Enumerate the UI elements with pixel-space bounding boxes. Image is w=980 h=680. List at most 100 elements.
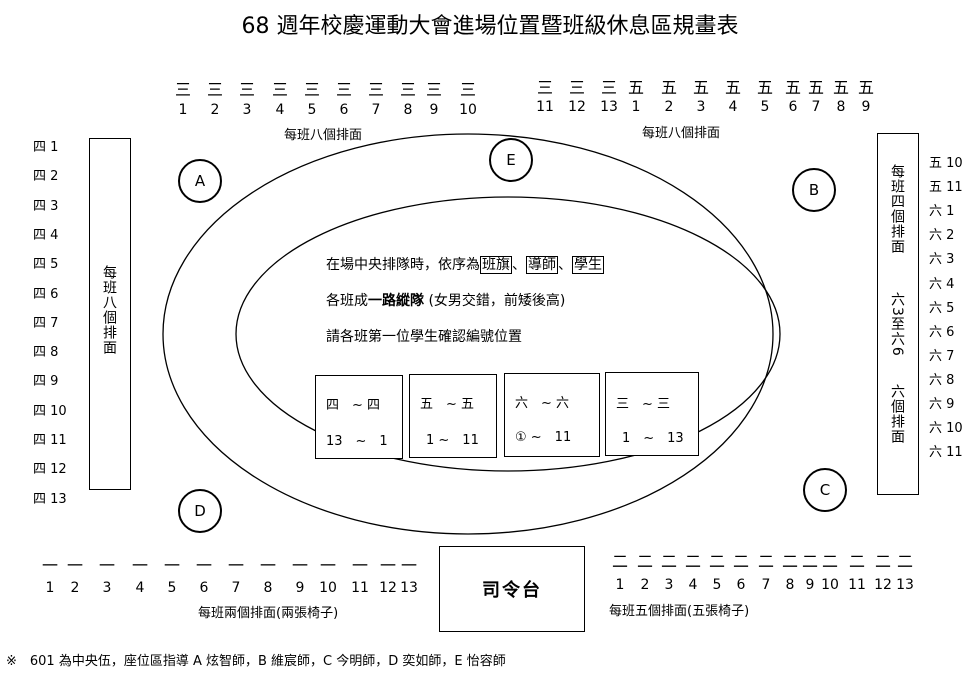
group-box-grade-4: 四 ~ 四 13 ~ 1 xyxy=(315,375,403,459)
class-list-item: 四 9 xyxy=(33,374,59,390)
class-number-label: 1 xyxy=(178,102,188,118)
class-list-item: 四 6 xyxy=(33,286,59,302)
class-number-label: 12 xyxy=(568,99,586,115)
class-number-label: 8 xyxy=(403,102,413,118)
class-number-label: 4 xyxy=(688,577,698,593)
class-number-label: 4 xyxy=(275,102,285,118)
class-number-label: 3 xyxy=(102,580,112,596)
right-area-note-1: 每班四個排面 xyxy=(889,164,905,254)
left-area-box: 每班八個排面 xyxy=(89,138,131,490)
class-list-item: 六 3 xyxy=(929,252,955,268)
class-list-item: 六 9 xyxy=(929,397,955,412)
class-list-item: 四 13 xyxy=(33,491,67,507)
class-number-label: 3 xyxy=(242,102,252,118)
class-list-item: 六 8 xyxy=(929,372,955,388)
class-grade-label: 五 xyxy=(832,78,849,97)
class-number-label: 7 xyxy=(371,102,381,118)
class-grade-label: 五 xyxy=(784,78,801,97)
class-number-label: 8 xyxy=(263,580,273,596)
bottom-right-note: 每班五個排面(五張椅子) xyxy=(609,604,750,619)
class-grade-label: 五 xyxy=(724,78,741,97)
class-list-item: 五 11 xyxy=(929,180,963,196)
class-number-label: 13 xyxy=(896,577,914,593)
class-number-label: 12 xyxy=(874,577,892,593)
class-grade-label: 一 xyxy=(291,556,308,575)
class-list-item: 四 10 xyxy=(33,403,67,419)
right-area-note-2: 六3至六6 xyxy=(889,292,905,357)
class-grade-label: 五 xyxy=(660,78,677,97)
class-grade-label: 二 xyxy=(757,552,774,571)
class-number-label: 5 xyxy=(307,102,317,118)
outer-track xyxy=(162,133,774,535)
class-number-label: 9 xyxy=(805,577,815,593)
center-instruction-3: 請各班第一位學生確認編號位置 xyxy=(326,329,522,345)
center-instruction-2: 各班成一路縱隊 (女男交錯，前矮後高) xyxy=(326,293,566,309)
seat-area-a-marker: A xyxy=(178,159,222,203)
teacher-label: 導師 xyxy=(526,256,558,274)
class-number-label: 5 xyxy=(760,99,770,115)
class-number-label: 6 xyxy=(736,577,746,593)
class-grade-label: 二 xyxy=(801,552,818,571)
class-list-item: 六 6 xyxy=(929,324,955,340)
class-list-item: 四 2 xyxy=(33,169,59,185)
class-list-item: 四 7 xyxy=(33,315,59,331)
seat-area-d-marker: D xyxy=(178,489,222,533)
top-right-note: 每班八個排面 xyxy=(642,126,721,141)
class-number-label: 7 xyxy=(811,99,821,115)
class-list-item: 四 12 xyxy=(33,462,67,478)
class-grade-label: 三 xyxy=(459,80,476,99)
class-grade-label: 一 xyxy=(163,556,180,575)
class-number-label: 11 xyxy=(848,577,866,593)
class-list-item: 四 3 xyxy=(33,198,59,214)
class-grade-label: 三 xyxy=(238,80,255,99)
class-grade-label: 一 xyxy=(227,556,244,575)
group-box-grade-5: 五 ~ 五 1 ~ 11 xyxy=(409,374,497,458)
group-box-grade-3: 三 ~ 三 1 ~ 13 xyxy=(605,372,699,456)
class-number-label: 9 xyxy=(861,99,871,115)
class-list-item: 四 5 xyxy=(33,257,59,273)
class-grade-label: 一 xyxy=(379,556,396,575)
class-grade-label: 二 xyxy=(848,552,865,571)
class-number-label: 5 xyxy=(167,580,177,596)
class-grade-label: 三 xyxy=(425,80,442,99)
class-grade-label: 五 xyxy=(627,78,644,97)
class-grade-label: 三 xyxy=(536,78,553,97)
top-left-note: 每班八個排面 xyxy=(284,128,363,143)
class-number-label: 13 xyxy=(600,99,618,115)
class-number-label: 10 xyxy=(319,580,337,596)
class-number-label: 2 xyxy=(664,99,674,115)
class-grade-label: 五 xyxy=(857,78,874,97)
class-grade-label: 五 xyxy=(807,78,824,97)
class-grade-label: 三 xyxy=(600,78,617,97)
class-grade-label: 二 xyxy=(611,552,628,571)
class-grade-label: 三 xyxy=(206,80,223,99)
page-title: 68 週年校慶運動大會進場位置暨班級休息區規畫表 xyxy=(241,14,739,39)
center-instruction-1: 在場中央排隊時，依序為班旗、導師、學生 xyxy=(326,256,604,274)
class-number-label: 9 xyxy=(429,102,439,118)
class-grade-label: 三 xyxy=(399,80,416,99)
class-list-item: 四 4 xyxy=(33,227,59,243)
bottom-left-note: 每班兩個排面(兩張椅子) xyxy=(198,606,339,621)
class-number-label: 6 xyxy=(788,99,798,115)
class-list-item: 六 7 xyxy=(929,348,955,364)
class-number-label: 2 xyxy=(640,577,650,593)
class-number-label: 1 xyxy=(615,577,625,593)
class-number-label: 2 xyxy=(70,580,80,596)
class-grade-label: 一 xyxy=(41,556,58,575)
class-number-label: 7 xyxy=(761,577,771,593)
class-grade-label: 一 xyxy=(131,556,148,575)
flag-label: 班旗 xyxy=(480,256,512,274)
class-number-label: 6 xyxy=(199,580,209,596)
class-grade-label: 五 xyxy=(756,78,773,97)
class-grade-label: 二 xyxy=(821,552,838,571)
class-grade-label: 一 xyxy=(351,556,368,575)
inner-field xyxy=(235,196,781,472)
class-list-item: 六 11 xyxy=(929,445,963,461)
class-number-label: 3 xyxy=(664,577,674,593)
right-area-note-3: 六個排面 xyxy=(889,384,905,444)
class-list-item: 四 11 xyxy=(33,433,67,448)
class-list-item: 六 10 xyxy=(929,421,963,437)
left-area-note: 每班八個排面 xyxy=(101,265,117,355)
class-number-label: 10 xyxy=(821,577,839,593)
class-number-label: 6 xyxy=(339,102,349,118)
